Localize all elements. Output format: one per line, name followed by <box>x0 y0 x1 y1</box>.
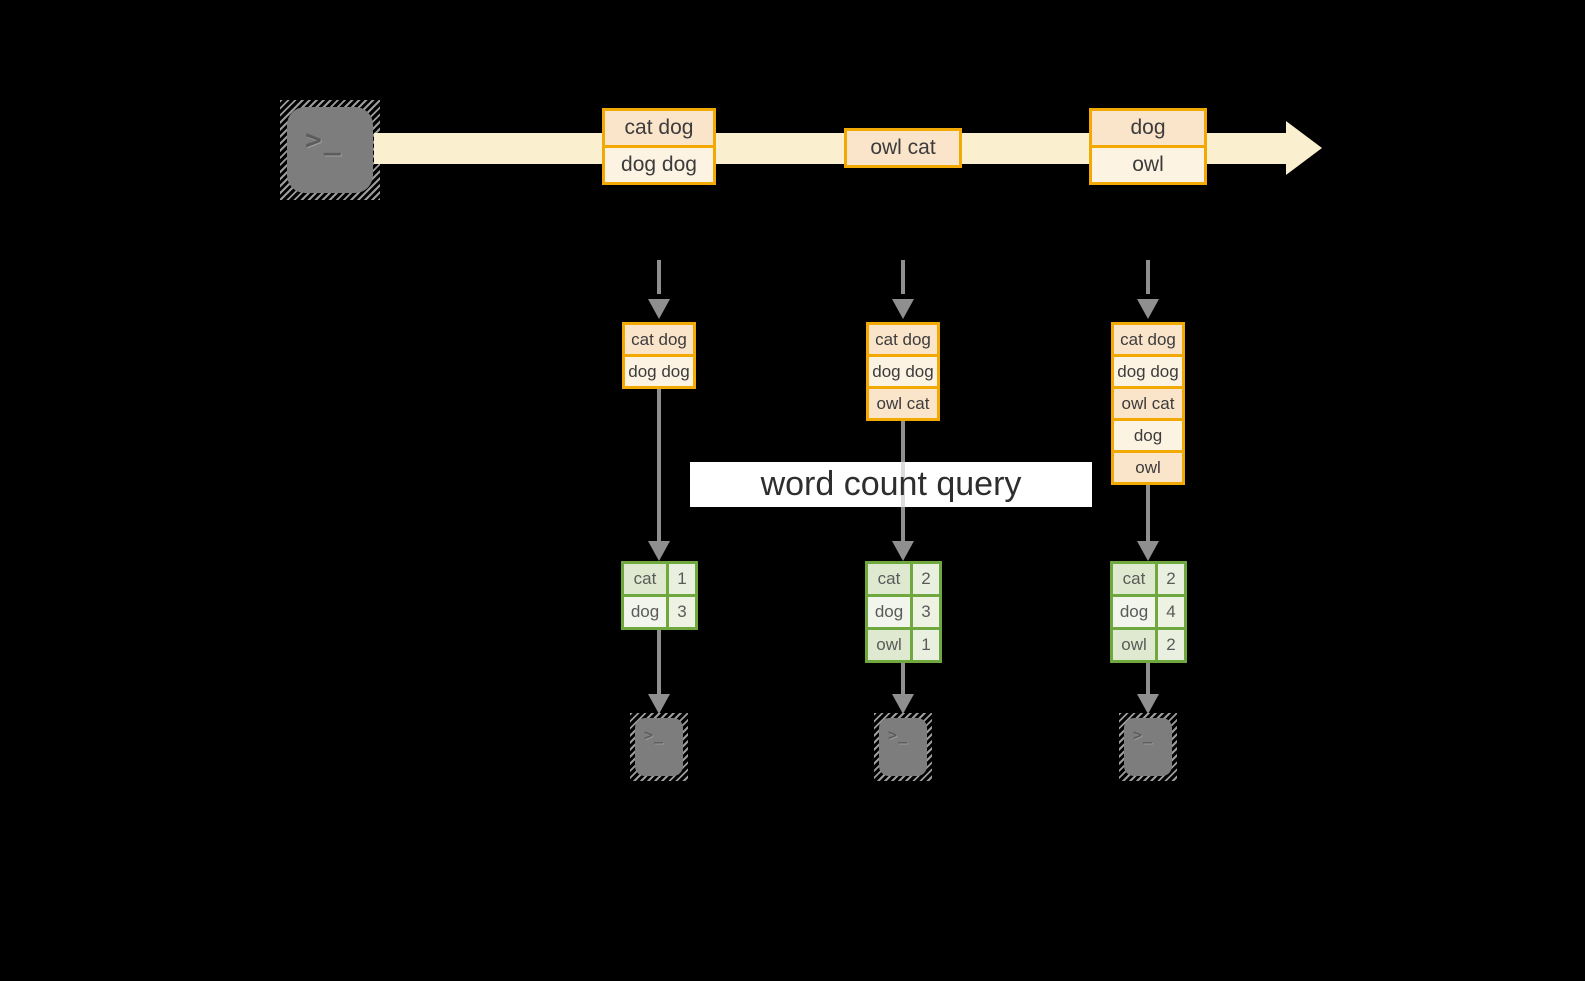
dashed-arrow-line <box>657 260 661 294</box>
terminal-prompt-icon: >_ <box>888 726 909 744</box>
terminal-prompt-icon: >_ <box>305 123 343 156</box>
table-row: cat 2 <box>1113 564 1184 594</box>
arrow-line <box>901 663 905 694</box>
buffer-record: dog dog <box>1114 357 1182 386</box>
count-cell: 2 <box>1158 564 1184 594</box>
stream-batch-2: owl cat <box>844 128 962 168</box>
arrow-line <box>657 630 661 694</box>
arrow-head <box>892 541 914 561</box>
count-cell: 3 <box>913 597 939 627</box>
word-cell: cat <box>868 564 910 594</box>
word-cell: dog <box>1113 597 1155 627</box>
word-cell: cat <box>1113 564 1155 594</box>
count-cell: 2 <box>1158 630 1184 660</box>
table-row: cat 2 <box>868 564 939 594</box>
buffer-record: owl cat <box>1114 389 1182 418</box>
stream-record: dog <box>1092 111 1204 145</box>
dashed-arrow-head <box>648 299 670 319</box>
stream-batch-3: dog owl <box>1089 108 1207 185</box>
buffer-record: owl cat <box>869 389 937 418</box>
buffer-record: owl <box>1114 453 1182 482</box>
terminal-icon: >_ <box>1119 713 1177 781</box>
arrow-head <box>648 541 670 561</box>
table-row: owl 2 <box>1113 630 1184 660</box>
table-row: dog 3 <box>624 597 695 627</box>
stream-record: owl cat <box>847 131 959 165</box>
dashed-arrow-line <box>1146 260 1150 294</box>
input-buffer-3: cat dog dog dog owl cat dog owl <box>1111 322 1185 485</box>
table-row: owl 1 <box>868 630 939 660</box>
arrow-head <box>1137 694 1159 714</box>
stream-record: cat dog <box>605 111 713 145</box>
count-cell: 4 <box>1158 597 1184 627</box>
buffer-record: cat dog <box>1114 325 1182 354</box>
arrow-line-through-label <box>901 462 905 507</box>
terminal-icon: >_ <box>630 713 688 781</box>
terminal-icon-body: >_ <box>635 718 683 776</box>
count-table-3: cat 2 dog 4 owl 2 <box>1110 561 1187 663</box>
table-row: cat 1 <box>624 564 695 594</box>
word-cell: owl <box>1113 630 1155 660</box>
arrow-line <box>1146 485 1150 541</box>
arrow-head <box>892 694 914 714</box>
dashed-arrow-line <box>901 260 905 294</box>
dashed-arrow-head <box>892 299 914 319</box>
stream-batch-1: cat dog dog dog <box>602 108 716 185</box>
terminal-icon-body: >_ <box>1124 718 1172 776</box>
count-cell: 1 <box>669 564 695 594</box>
buffer-record: cat dog <box>869 325 937 354</box>
stream-record: owl <box>1092 148 1204 182</box>
terminal-icon: >_ <box>280 100 380 200</box>
query-label-text: word count query <box>760 465 1022 503</box>
arrow-line <box>657 389 661 541</box>
arrow-head <box>1137 541 1159 561</box>
dashed-arrow-head <box>1137 299 1159 319</box>
stream-record: dog dog <box>605 148 713 182</box>
count-cell: 1 <box>913 630 939 660</box>
query-label: word count query <box>690 462 1092 507</box>
terminal-prompt-icon: >_ <box>1133 726 1154 744</box>
terminal-icon-body: >_ <box>879 718 927 776</box>
table-row: dog 4 <box>1113 597 1184 627</box>
terminal-icon: >_ <box>874 713 932 781</box>
word-cell: dog <box>624 597 666 627</box>
stream-timeline-arrowhead <box>1286 121 1322 175</box>
buffer-record: dog <box>1114 421 1182 450</box>
table-row: dog 3 <box>868 597 939 627</box>
count-cell: 3 <box>669 597 695 627</box>
count-table-1: cat 1 dog 3 <box>621 561 698 630</box>
buffer-record: dog dog <box>869 357 937 386</box>
terminal-icon-body: >_ <box>287 107 373 193</box>
buffer-record: dog dog <box>625 357 693 386</box>
count-cell: 2 <box>913 564 939 594</box>
count-table-2: cat 2 dog 3 owl 1 <box>865 561 942 663</box>
arrow-line <box>1146 663 1150 694</box>
arrow-head <box>648 694 670 714</box>
buffer-record: cat dog <box>625 325 693 354</box>
input-buffer-2: cat dog dog dog owl cat <box>866 322 940 421</box>
word-cell: dog <box>868 597 910 627</box>
word-cell: owl <box>868 630 910 660</box>
terminal-prompt-icon: >_ <box>644 726 665 744</box>
word-cell: cat <box>624 564 666 594</box>
input-buffer-1: cat dog dog dog <box>622 322 696 389</box>
